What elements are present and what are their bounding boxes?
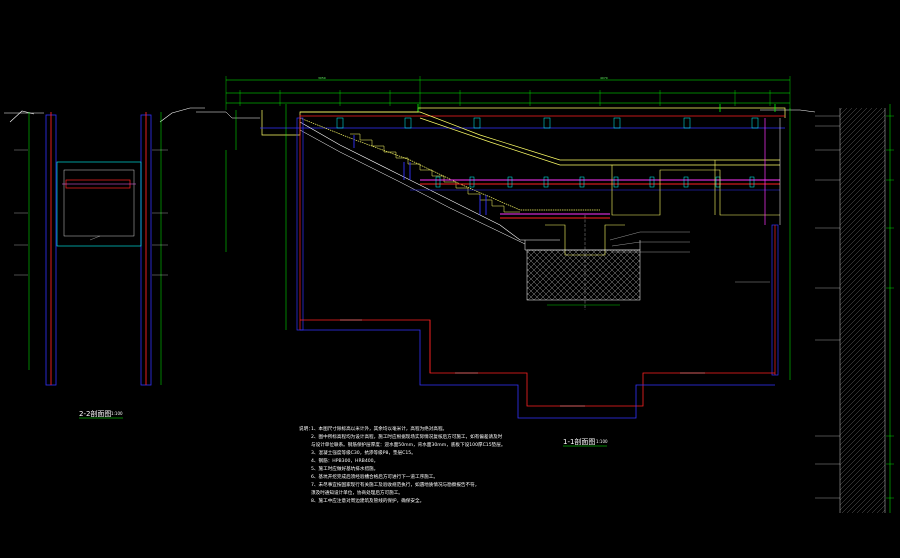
ramp-bottom-wall-2 [299,129,526,245]
ramp-lower-yellow [419,117,780,166]
ramp-top-wall [299,117,600,211]
ramp-bottom-wall [299,121,560,241]
excavation-bottom-blue [300,329,775,419]
note-line-5: 4、钢筋：HPB300，HRB400。 [311,459,379,464]
left-section-view [4,107,205,419]
top-slab-markers [417,104,776,112]
note-line-7: 6、基坑开挖完成后须经验槽合格后方可进行下一道工序施工。 [311,475,438,480]
top-dim-ticks [225,76,791,110]
left-ground-slope-right [159,107,205,123]
left-view-title: 2-2剖面图 [79,410,112,418]
soil-hatch [840,108,885,513]
excavation-bottom-red [300,319,775,407]
note-line-2: 2、图中所标高程均为设计高程，施工时应根据现场实际情况复核后方可施工，如有偏差请… [311,435,503,440]
foundation-hatch-block [526,249,641,301]
soil-dim-ticks [886,115,894,499]
note-line-1: 1、本图尺寸除标高以米计外，其余均以毫米计，高程为绝对高程。 [311,427,448,432]
left-view-scale: 1:100 [111,411,123,416]
main-ground-line [196,111,260,119]
left-culvert-leader [89,235,101,241]
soil-column [815,104,894,513]
sump-outer [524,240,641,251]
left-culvert-inner [63,169,135,237]
note-line-6: 5、施工时应做好基坑排水措施。 [311,467,379,472]
main-section-view: 3050 4070 [196,76,816,447]
note-line-8: 7、未尽事宜按国家现行有关施工及验收规范执行，如遇地质情况与勘察报告不符， [311,483,480,488]
top-dim-left-text: 3050 [318,76,326,80]
callout-leaders [609,231,770,283]
top-dim-right-text: 4070 [600,76,608,80]
right-chamber-yellow [611,165,780,216]
main-view-title: 1-1剖面图 [563,438,596,446]
soil-layer-lines [815,115,840,499]
notes-heading: 说明： [299,427,313,432]
pipe-supports [435,176,755,188]
main-view-scale: 1:100 [596,439,608,444]
note-line-9: 须及时通知设计单位，协商处理后方可施工。 [311,491,403,496]
ramp-upper-yellow [300,111,780,161]
top-slab-piles [336,117,759,129]
note-line-3: 与设计单位联系。钢筋保护层厚度：迎水面50mm，背水面30mm，底板下设100厚… [311,443,506,448]
main-ground-line-right [760,109,816,113]
note-line-4: 3、混凝土强度等级C30，抗渗等级P8，垫层C15。 [311,451,416,456]
note-line-10: 8、施工中应注意对周边建筑及管线的保护，确保安全。 [311,499,425,504]
elevation-marks-bottom [340,319,705,407]
ramp-columns [353,135,487,215]
left-culvert-outer [56,161,142,247]
left-elevation-marks [14,149,168,276]
left-ground-slope [9,110,35,123]
